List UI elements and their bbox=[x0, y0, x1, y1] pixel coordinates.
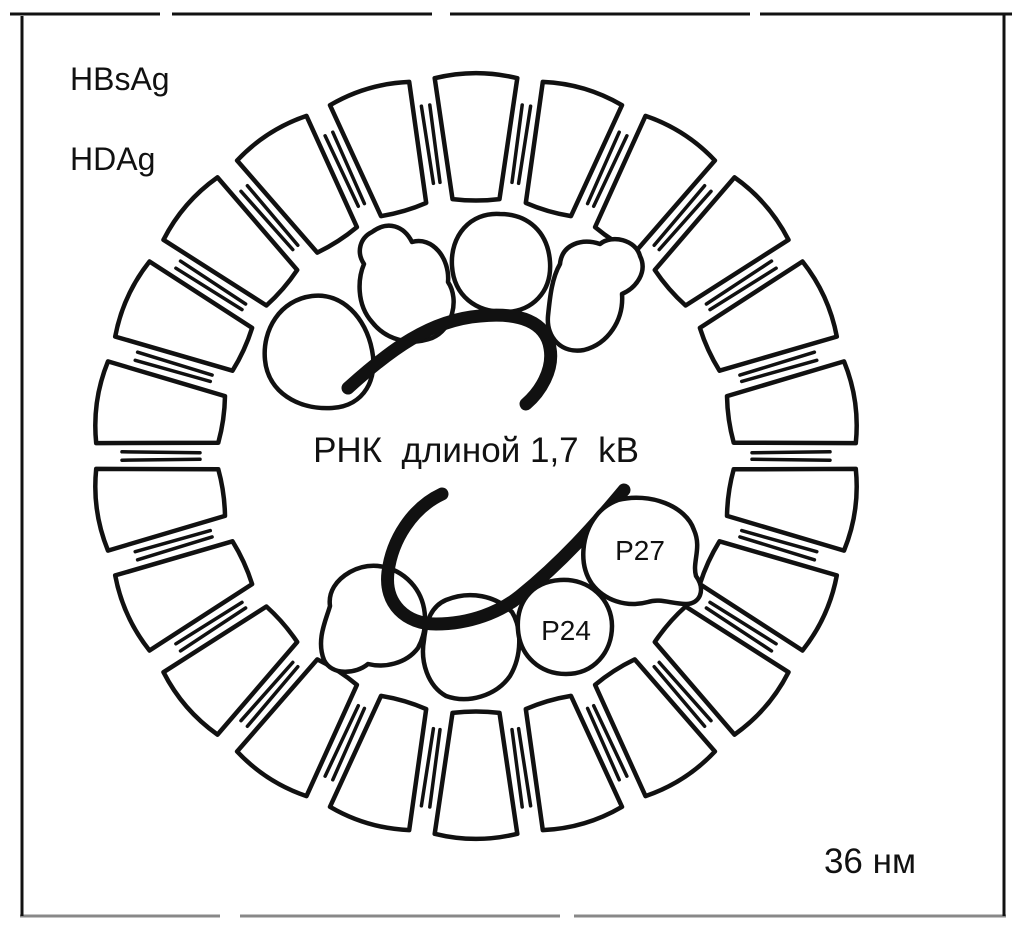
legend-hdag-label: HDAg bbox=[70, 141, 155, 177]
hdag-p24: P24 bbox=[518, 580, 612, 674]
legend-hbsag-label: HBsAg bbox=[70, 61, 170, 97]
membrane-anchor bbox=[122, 452, 200, 453]
hdag-p27: P27 bbox=[583, 498, 701, 604]
legend: HBsAg HDAg bbox=[70, 61, 170, 177]
hdag-subunit bbox=[548, 239, 643, 351]
p24-label: P24 bbox=[541, 615, 591, 646]
p27-label: P27 bbox=[615, 535, 665, 566]
hdag-subunit bbox=[452, 214, 550, 312]
membrane-anchor bbox=[122, 459, 200, 460]
membrane-anchor bbox=[752, 452, 830, 453]
hdag-subunit bbox=[265, 296, 374, 409]
rna-length-label: РНК длиной 1,7 kB bbox=[313, 431, 639, 470]
membrane-anchor bbox=[752, 459, 830, 460]
hbsag-subunit bbox=[435, 73, 518, 200]
hbsag-subunit bbox=[435, 711, 518, 838]
particle-size-label: 36 нм bbox=[824, 842, 916, 881]
